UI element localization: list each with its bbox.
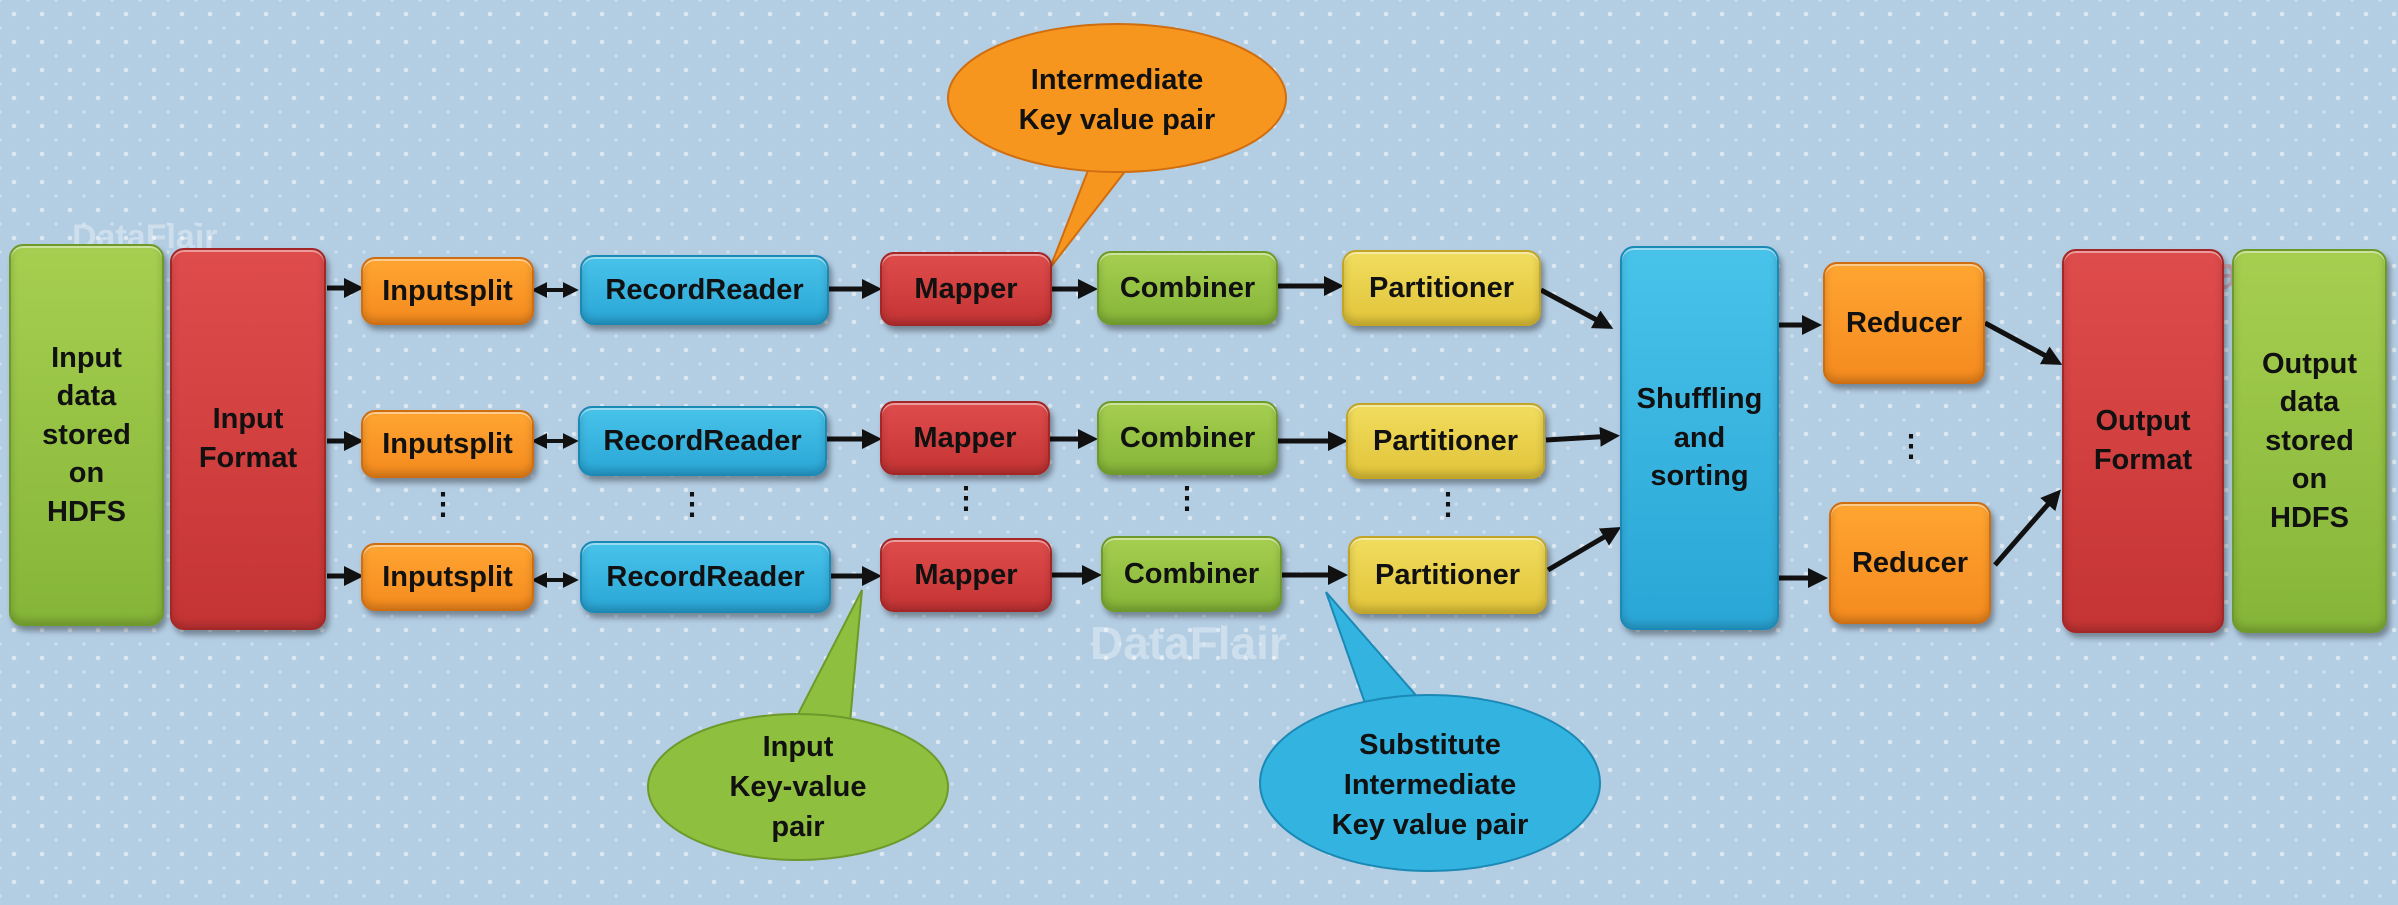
ellipsis-partitioner: ⋮ bbox=[1433, 488, 1463, 521]
watermark-logo-2: DataFlair bbox=[1090, 617, 1287, 669]
combiner-label: Combiner bbox=[1119, 421, 1256, 454]
inputsplit-label: Inputsplit bbox=[382, 427, 513, 460]
callout-substitute-shape bbox=[1259, 591, 1601, 872]
inputsplit-node-2: Inputsplit bbox=[361, 410, 534, 478]
reducer-label: Reducer bbox=[1845, 306, 1963, 339]
shuffling-sorting-node: Shuffling and sorting bbox=[1620, 246, 1779, 630]
inputsplit-label: Inputsplit bbox=[382, 274, 513, 307]
inputsplit-label: Inputsplit bbox=[382, 560, 513, 593]
partitioner-label: Partitioner bbox=[1368, 271, 1515, 304]
mapper-node-1: Mapper bbox=[880, 252, 1052, 326]
arrow-reducer-output-1 bbox=[1983, 320, 2063, 365]
partitioner-label: Partitioner bbox=[1372, 424, 1519, 457]
inputsplit-node-1: Inputsplit bbox=[361, 257, 534, 325]
ellipsis-combiner: ⋮ bbox=[1172, 482, 1202, 515]
ellipsis-recordreader: ⋮ bbox=[677, 488, 707, 521]
mapper-node-3: Mapper bbox=[880, 538, 1052, 612]
callout-intermediate-text: Intermediate Key value pair bbox=[1018, 63, 1216, 136]
inputsplit-node-3: Inputsplit bbox=[361, 543, 534, 611]
partitioner-label: Partitioner bbox=[1374, 558, 1521, 591]
input-data-label: Input data stored on HDFS bbox=[42, 341, 131, 528]
combiner-node-1: Combiner bbox=[1097, 251, 1278, 325]
callout-intermediate-shape bbox=[947, 23, 1287, 269]
reducer-node-1: Reducer bbox=[1823, 262, 1985, 384]
mapper-node-2: Mapper bbox=[880, 401, 1050, 475]
recordreader-label: RecordReader bbox=[603, 424, 802, 457]
reducer-node-2: Reducer bbox=[1829, 502, 1991, 624]
partitioner-node-3: Partitioner bbox=[1348, 536, 1547, 614]
combiner-label: Combiner bbox=[1119, 271, 1256, 304]
combiner-node-3: Combiner bbox=[1101, 536, 1282, 612]
output-format-node: Output Format bbox=[2062, 249, 2224, 633]
callout-substitute-text: Substitute Intermediate Key value pair bbox=[1331, 728, 1529, 841]
combiner-label: Combiner bbox=[1123, 557, 1260, 590]
ellipsis-inputsplit: ⋮ bbox=[428, 488, 458, 521]
output-format-label: Output Format bbox=[2093, 405, 2193, 476]
reducer-label: Reducer bbox=[1851, 546, 1969, 579]
output-data-node: Output data stored on HDFS bbox=[2232, 249, 2387, 633]
recordreader-node-2: RecordReader bbox=[578, 406, 827, 476]
arrow-partitioner-shuffle-1 bbox=[1539, 287, 1614, 329]
callout-input-kv-text: Input Key-value pair bbox=[729, 730, 867, 843]
callout-input-kv-shape bbox=[647, 589, 949, 861]
output-data-label: Output data stored on HDFS bbox=[2261, 347, 2357, 534]
mapper-label: Mapper bbox=[914, 558, 1018, 591]
shuffling-sorting-label: Shuffling and sorting bbox=[1636, 383, 1763, 493]
recordreader-label: RecordReader bbox=[606, 560, 805, 593]
partitioner-node-2: Partitioner bbox=[1346, 403, 1545, 479]
ellipsis-reducer: ⋮ bbox=[1896, 430, 1926, 463]
recordreader-node-1: RecordReader bbox=[580, 255, 829, 325]
arrow-reducer-output-2 bbox=[1993, 489, 2061, 567]
mapper-label: Mapper bbox=[914, 272, 1018, 305]
ellipsis-mapper: ⋮ bbox=[951, 482, 981, 515]
recordreader-node-3: RecordReader bbox=[580, 541, 831, 613]
input-format-label: Input Format bbox=[198, 403, 298, 474]
recordreader-label: RecordReader bbox=[605, 273, 804, 306]
combiner-node-2: Combiner bbox=[1097, 401, 1278, 475]
arrow-partitioner-shuffle-3 bbox=[1546, 526, 1622, 573]
partitioner-node-1: Partitioner bbox=[1342, 250, 1541, 326]
input-format-node: Input Format bbox=[170, 248, 326, 630]
arrow-partitioner-shuffle-2 bbox=[1545, 426, 1620, 447]
input-data-node: Input data stored on HDFS bbox=[9, 244, 164, 626]
mapper-label: Mapper bbox=[913, 421, 1017, 454]
